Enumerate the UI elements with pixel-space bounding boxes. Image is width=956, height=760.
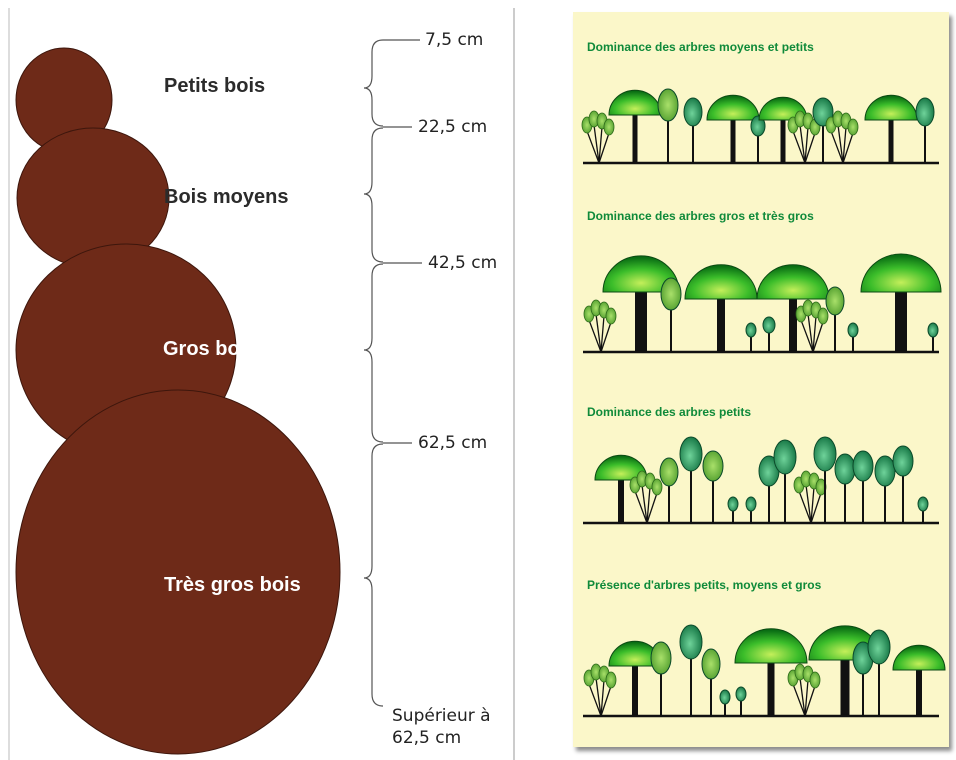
tree-trunk — [781, 118, 786, 163]
tree-crown — [757, 265, 829, 299]
threshold-superieur-line1: Supérieur à — [392, 706, 491, 726]
section-title: Dominance des arbres gros et très gros — [587, 209, 814, 223]
tree-trunk — [635, 290, 647, 352]
tree-crown — [651, 642, 671, 674]
tree-crown — [814, 437, 836, 471]
forest-illustration — [573, 227, 949, 367]
tree-crown — [865, 95, 917, 120]
tree-crown — [735, 629, 807, 663]
shrub-leaf — [818, 308, 828, 324]
tree-trunk — [633, 113, 638, 163]
tree-trunk — [789, 297, 797, 352]
tree-crown — [835, 454, 855, 484]
brace-group — [364, 40, 422, 706]
label-tres-gros-bois: Très gros bois — [164, 574, 301, 596]
tree-crown — [774, 440, 796, 474]
tree-trunk — [632, 664, 638, 716]
tree-crown — [609, 90, 661, 115]
brace-petits-bois — [364, 40, 383, 126]
brace-tres-gros-bois — [364, 444, 383, 706]
tree-trunk — [841, 658, 850, 716]
diameter-classes-diagram: Petits bois Bois moyens Gros bois Très g… — [0, 0, 522, 760]
tree-crown — [875, 456, 895, 486]
threshold-7-5: 7,5 cm — [425, 30, 483, 50]
shrub-leaf — [652, 479, 662, 495]
tree-crown — [702, 649, 720, 679]
tree-crown — [728, 497, 738, 511]
shrub-leaf — [810, 672, 820, 688]
tree-trunk — [717, 297, 725, 352]
threshold-superieur-line2: 62,5 cm — [392, 728, 461, 748]
threshold-62-5: 62,5 cm — [418, 433, 487, 453]
tree-trunk — [895, 290, 907, 352]
tree-crown — [763, 317, 775, 333]
tree-crown — [746, 497, 756, 511]
tree-trunk — [768, 661, 775, 716]
tree-crown — [736, 687, 746, 701]
section-title: Dominance des arbres petits — [587, 405, 751, 419]
tree-trunk — [889, 118, 894, 163]
section-title: Présence d'arbres petits, moyens et gros — [587, 578, 821, 592]
tree-crown — [893, 645, 945, 670]
tree-crown — [685, 265, 757, 299]
tree-crown — [720, 690, 730, 704]
tree-crown — [826, 287, 844, 315]
tree-crown — [916, 98, 934, 126]
circle-tres-gros-bois — [16, 390, 340, 754]
tree-crown — [703, 451, 723, 481]
tree-crown — [660, 458, 678, 486]
tree-crown — [928, 323, 938, 337]
label-bois-moyens: Bois moyens — [164, 186, 288, 208]
stand-structure-panel: Dominance des arbres moyens et petits Do… — [573, 12, 949, 747]
forest-illustration — [573, 423, 949, 538]
tree-crown — [893, 446, 913, 476]
label-petits-bois: Petits bois — [164, 75, 265, 97]
tree-crown — [746, 323, 756, 337]
shrub-leaf — [606, 672, 616, 688]
tree-crown — [848, 323, 858, 337]
tree-crown — [680, 625, 702, 659]
shrub-leaf — [848, 119, 858, 135]
forest-illustration — [573, 596, 949, 731]
tree-crown — [658, 89, 678, 121]
tree-crown — [684, 98, 702, 126]
brace-bois-moyens — [364, 128, 383, 262]
threshold-22-5: 22,5 cm — [418, 117, 487, 137]
brace-gros-bois — [364, 264, 383, 442]
tree-crown — [661, 278, 681, 310]
diameter-classes-graphic — [0, 0, 522, 760]
forest-illustration — [573, 58, 949, 178]
tree-trunk — [731, 118, 736, 163]
shrub-leaf — [604, 119, 614, 135]
tree-crown — [868, 630, 890, 664]
threshold-42-5: 42,5 cm — [428, 253, 497, 273]
section-title: Dominance des arbres moyens et petits — [587, 40, 814, 54]
shrub-leaf — [606, 308, 616, 324]
tree-crown — [680, 437, 702, 471]
tree-crown — [918, 497, 928, 511]
label-gros-bois: Gros bois — [163, 338, 256, 360]
tree-trunk — [618, 478, 624, 523]
tree-crown — [853, 451, 873, 481]
tree-crown — [861, 254, 941, 292]
tree-crown — [707, 95, 759, 120]
tree-trunk — [916, 668, 922, 716]
